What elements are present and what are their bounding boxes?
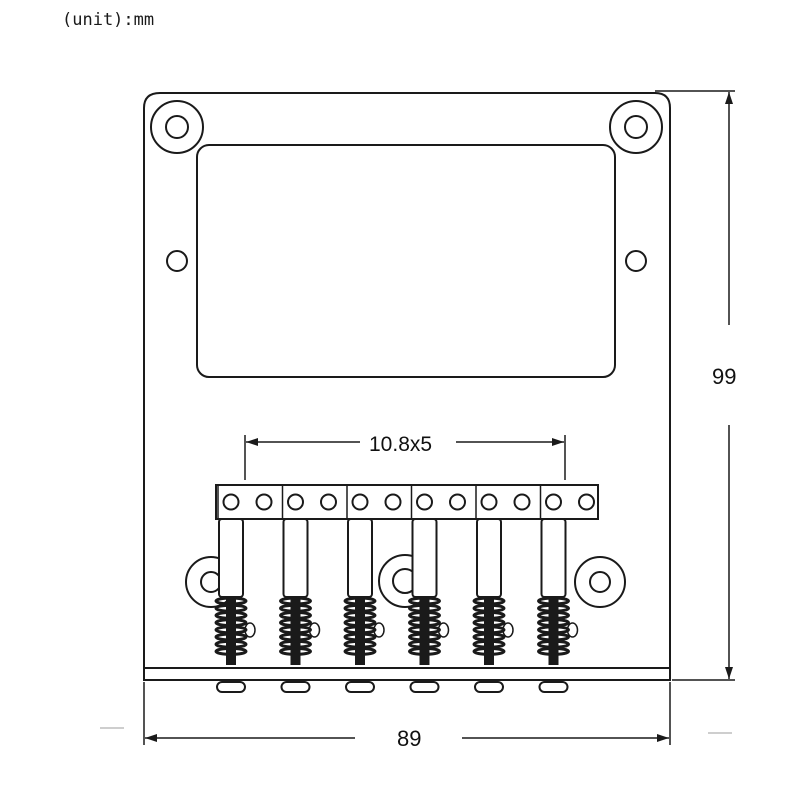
height-dimension xyxy=(655,90,735,681)
spacing-dimension xyxy=(244,435,566,480)
height-label: 99 xyxy=(712,364,736,389)
mount-hole-top-left xyxy=(150,100,204,154)
pickup-cutout xyxy=(196,144,616,378)
screwhead-group xyxy=(216,681,569,693)
intonation-screw-head xyxy=(538,681,569,693)
spacing-label: 10.8x5 xyxy=(369,433,432,456)
intonation-screw-head xyxy=(345,681,375,693)
saddle xyxy=(537,485,595,665)
mount-hole-top-right xyxy=(609,100,663,154)
width-label: 89 xyxy=(397,726,421,751)
pickup-screw-hole-right xyxy=(625,250,647,272)
saddle xyxy=(472,485,531,665)
intonation-screw-head xyxy=(216,681,246,693)
saddle-group xyxy=(214,485,595,665)
saddle xyxy=(408,485,466,665)
intonation-screw-head xyxy=(409,681,440,693)
width-dimension xyxy=(143,682,671,745)
saddle xyxy=(214,485,273,665)
mount-hole-lower-right xyxy=(574,556,626,608)
intonation-screw-head xyxy=(474,681,504,693)
saddle-bar xyxy=(215,484,599,520)
saddle xyxy=(279,485,337,665)
saddle xyxy=(343,485,402,665)
pickup-screw-hole-left xyxy=(166,250,188,272)
rear-strip xyxy=(143,667,671,681)
unit-note: (unit):mm xyxy=(62,10,155,30)
intonation-screw-head xyxy=(280,681,311,693)
